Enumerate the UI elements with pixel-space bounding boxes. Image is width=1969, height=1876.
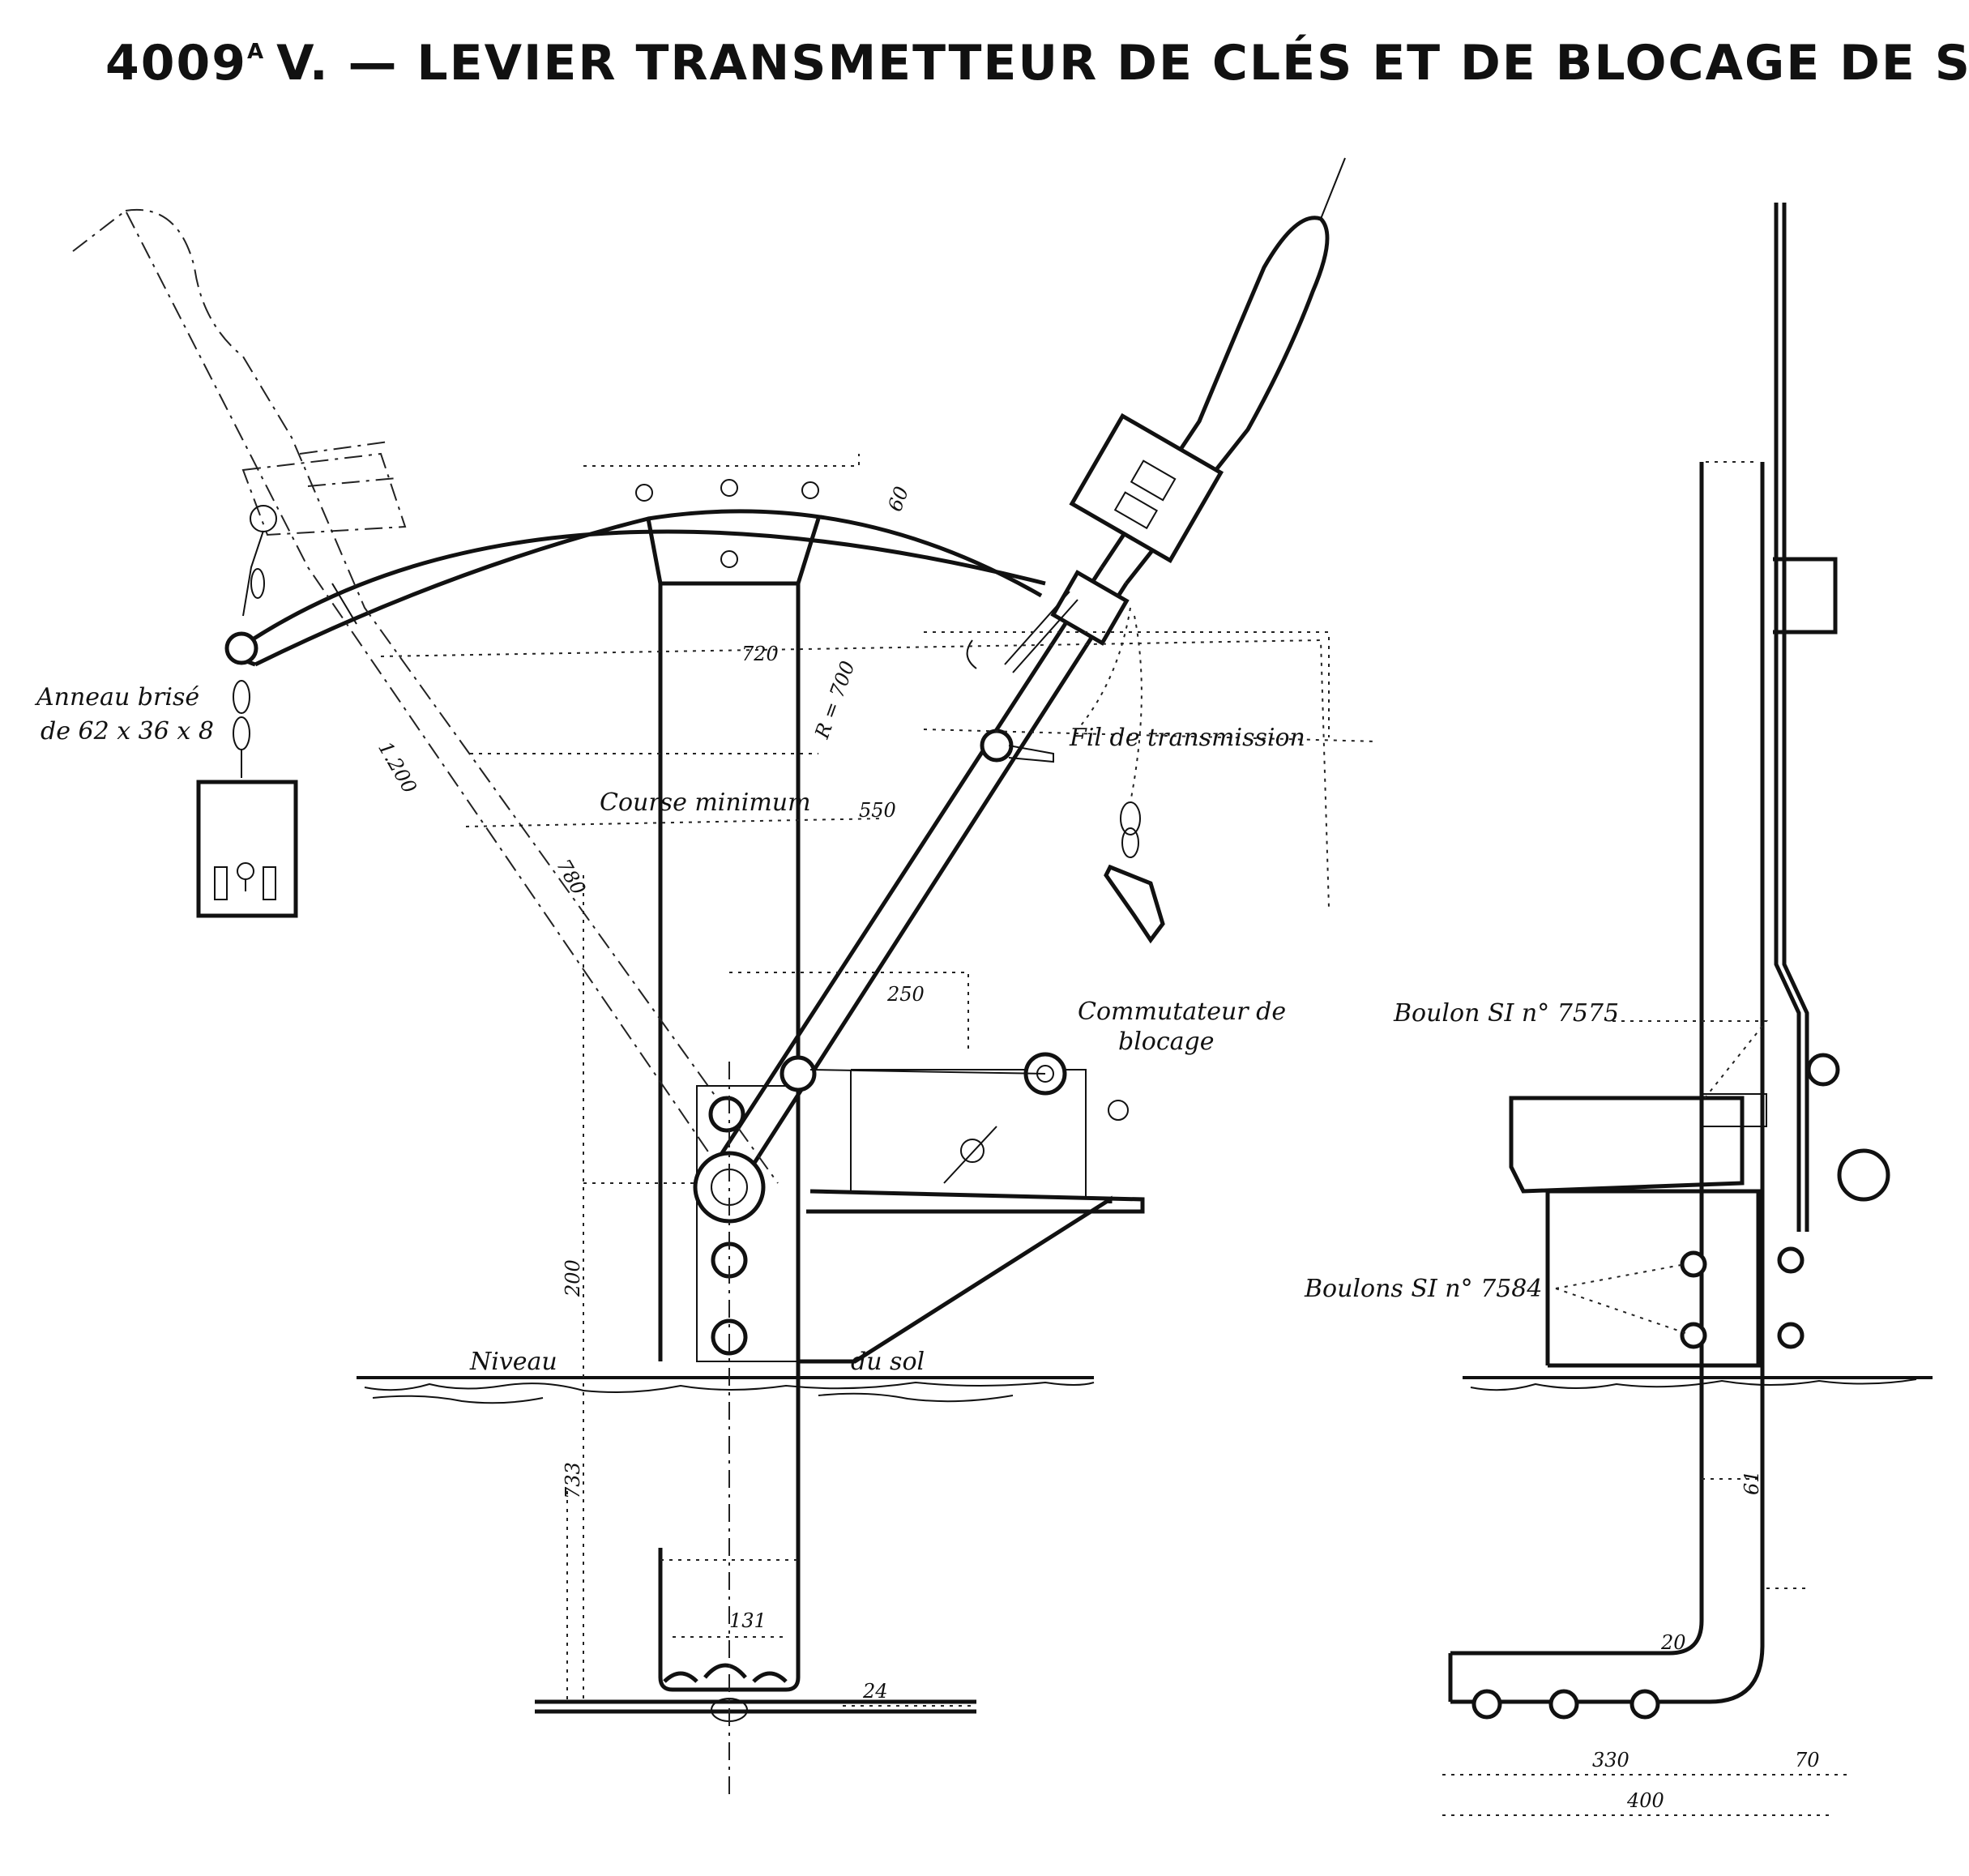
- ground-right: [1463, 1376, 1933, 1391]
- dimension-lines: [380, 454, 1378, 1795]
- key-tag-chain: [196, 530, 298, 918]
- side-switch-box: [1509, 1053, 1890, 1368]
- label-ground-1: Niveau: [469, 1348, 557, 1376]
- lever: [711, 157, 1346, 1185]
- ground-left: [357, 1376, 1095, 1404]
- dim-1200: 1.200: [374, 737, 421, 797]
- dim-200: 200: [562, 1259, 584, 1297]
- switch-plate: [806, 1189, 1145, 1214]
- base-plate: [535, 1699, 976, 1714]
- dim-131: 131: [729, 1609, 767, 1632]
- dim-330: 330: [1592, 1749, 1629, 1771]
- label-switch-2: blocage: [1118, 1028, 1215, 1056]
- side-dimension-lines: [1442, 1020, 1847, 1816]
- pivot: [693, 1151, 766, 1224]
- label-bolts: Boulons SI n° 7584: [1304, 1275, 1542, 1303]
- blocking-switch: [809, 1052, 1129, 1199]
- label-bolt: Boulon SI n° 7575: [1393, 999, 1619, 1028]
- ghost-lever: [72, 208, 779, 1184]
- side-elevation: [1442, 203, 1933, 1816]
- bracket: [798, 1195, 1113, 1364]
- dim-250: 250: [886, 983, 925, 1006]
- dim-400: 400: [1626, 1789, 1664, 1812]
- label-wire: Fil de transmission: [1069, 724, 1305, 752]
- dim-720: 720: [741, 643, 779, 665]
- dim-radius: R = 700: [810, 658, 860, 742]
- title-number: 4009: [105, 35, 247, 92]
- dim-60: 60: [883, 484, 913, 515]
- title-superscript: A: [247, 40, 265, 64]
- label-ring-dims: de 62 x 36 x 8: [41, 717, 214, 746]
- quadrant-arc: [236, 479, 1046, 667]
- side-base-bolts: [1471, 1689, 1660, 1720]
- front-elevation: [72, 157, 1378, 1795]
- dim-24: 24: [862, 1680, 888, 1703]
- label-ground-2: du sol: [851, 1348, 925, 1376]
- dim-70: 70: [1795, 1749, 1820, 1771]
- title-text: V. — LEVIER TRANSMETTEUR DE CLÉS ET DE B…: [276, 33, 1969, 92]
- dim-20: 20: [1660, 1631, 1686, 1654]
- annotations: Anneau brisé de 62 x 36 x 8 Fil de trans…: [34, 683, 1619, 1376]
- dim-733: 733: [562, 1462, 584, 1499]
- ring: [224, 631, 258, 665]
- dim-61: 61: [1740, 1470, 1763, 1495]
- label-ring: Anneau brisé: [34, 683, 199, 712]
- key-box: [1069, 412, 1224, 563]
- wire-pin: [980, 729, 1014, 763]
- label-switch-1: Commutateur de: [1078, 998, 1286, 1026]
- side-clip: [1773, 557, 1838, 635]
- dim-550: 550: [859, 799, 896, 822]
- lever-chain: [1077, 607, 1165, 944]
- key-tag: [196, 780, 298, 918]
- dimension-text: 60 720 R = 700 550 1.200 780 250 200 733…: [374, 484, 1819, 1812]
- dim-780: 780: [552, 855, 590, 899]
- side-column: [1448, 461, 1765, 1704]
- drawing-title: 4009A V. — LEVIER TRANSMETTEUR DE CLÉS ET…: [105, 33, 1969, 92]
- side-rod: [1774, 203, 1809, 1232]
- label-stroke-min: Course minimum: [600, 788, 811, 817]
